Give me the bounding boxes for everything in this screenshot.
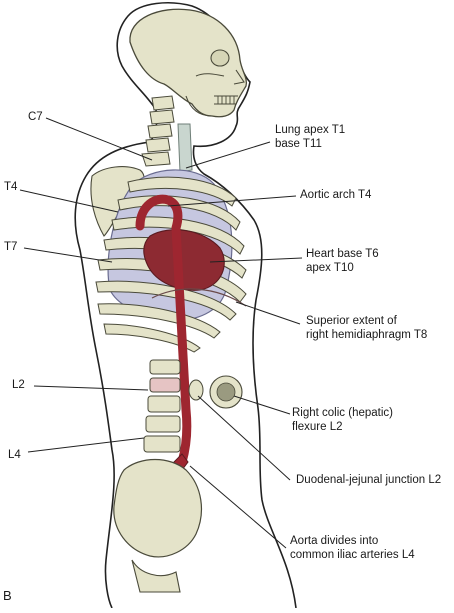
- leader-lines-left: [19, 117, 153, 453]
- cervical-spine: [141, 95, 175, 167]
- label-t4: T4: [4, 181, 18, 193]
- sacrum: [131, 559, 181, 593]
- label-duodenal-line1: Duodenal-jejunal junction L2: [296, 474, 442, 486]
- leader-colic: [233, 395, 291, 415]
- diaphragm: [151, 288, 247, 307]
- leader-t4: [19, 189, 119, 213]
- ribs: [95, 176, 247, 353]
- label-aortic-arch: Aortic arch T4: [300, 188, 371, 202]
- label-diaphragm-line2: right hemidiaphragm T8: [306, 329, 428, 341]
- leader-aortic-arch: [167, 195, 297, 207]
- label-heart: Heart base T6 apex T10: [306, 247, 379, 275]
- label-l2: L2: [12, 379, 25, 391]
- leader-l2: [33, 385, 149, 391]
- label-l4: L4: [8, 449, 21, 461]
- colon: [188, 375, 243, 409]
- leader-c7: [45, 117, 153, 161]
- leader-heart: [209, 257, 303, 263]
- lumbar-spine: [143, 359, 181, 453]
- label-aorta-div-line1: Aorta divides into: [290, 535, 379, 547]
- leader-lines-right: [167, 141, 303, 549]
- leader-aorta-div: [189, 465, 287, 549]
- label-lung-line1: Lung apex T1: [275, 124, 346, 136]
- label-lung-line2: base T11: [275, 138, 322, 150]
- aorta: [135, 194, 192, 467]
- label-colic: Right colic (hepatic) flexure L2: [292, 406, 393, 434]
- leader-diaphragm: [235, 301, 301, 325]
- label-aorta-div: Aorta divides into common iliac arteries…: [290, 534, 415, 562]
- leader-t7: [23, 247, 113, 263]
- label-t7: T7: [4, 241, 18, 253]
- label-lung: Lung apex T1 base T11: [275, 123, 345, 151]
- label-diaphragm-line1: Superior extent of: [306, 315, 397, 327]
- leader-lung: [185, 141, 271, 169]
- label-heart-line2: apex T10: [306, 262, 354, 274]
- trachea: [177, 123, 193, 173]
- leader-l4: [27, 437, 145, 453]
- label-aortic-arch-line1: Aortic arch T4: [300, 189, 372, 201]
- panel-letter: B: [3, 588, 12, 603]
- leader-duodenal: [197, 395, 291, 481]
- label-heart-line1: Heart base T6: [306, 248, 379, 260]
- label-colic-line2: flexure L2: [292, 421, 343, 433]
- skull: [129, 8, 248, 118]
- label-duodenal: Duodenal-jejunal junction L2: [296, 473, 441, 487]
- label-diaphragm: Superior extent of right hemidiaphragm T…: [306, 314, 427, 342]
- label-colic-line1: Right colic (hepatic): [292, 407, 393, 419]
- pelvis: [113, 459, 203, 558]
- label-c7: C7: [28, 111, 43, 123]
- label-aorta-div-line2: common iliac arteries L4: [290, 549, 415, 561]
